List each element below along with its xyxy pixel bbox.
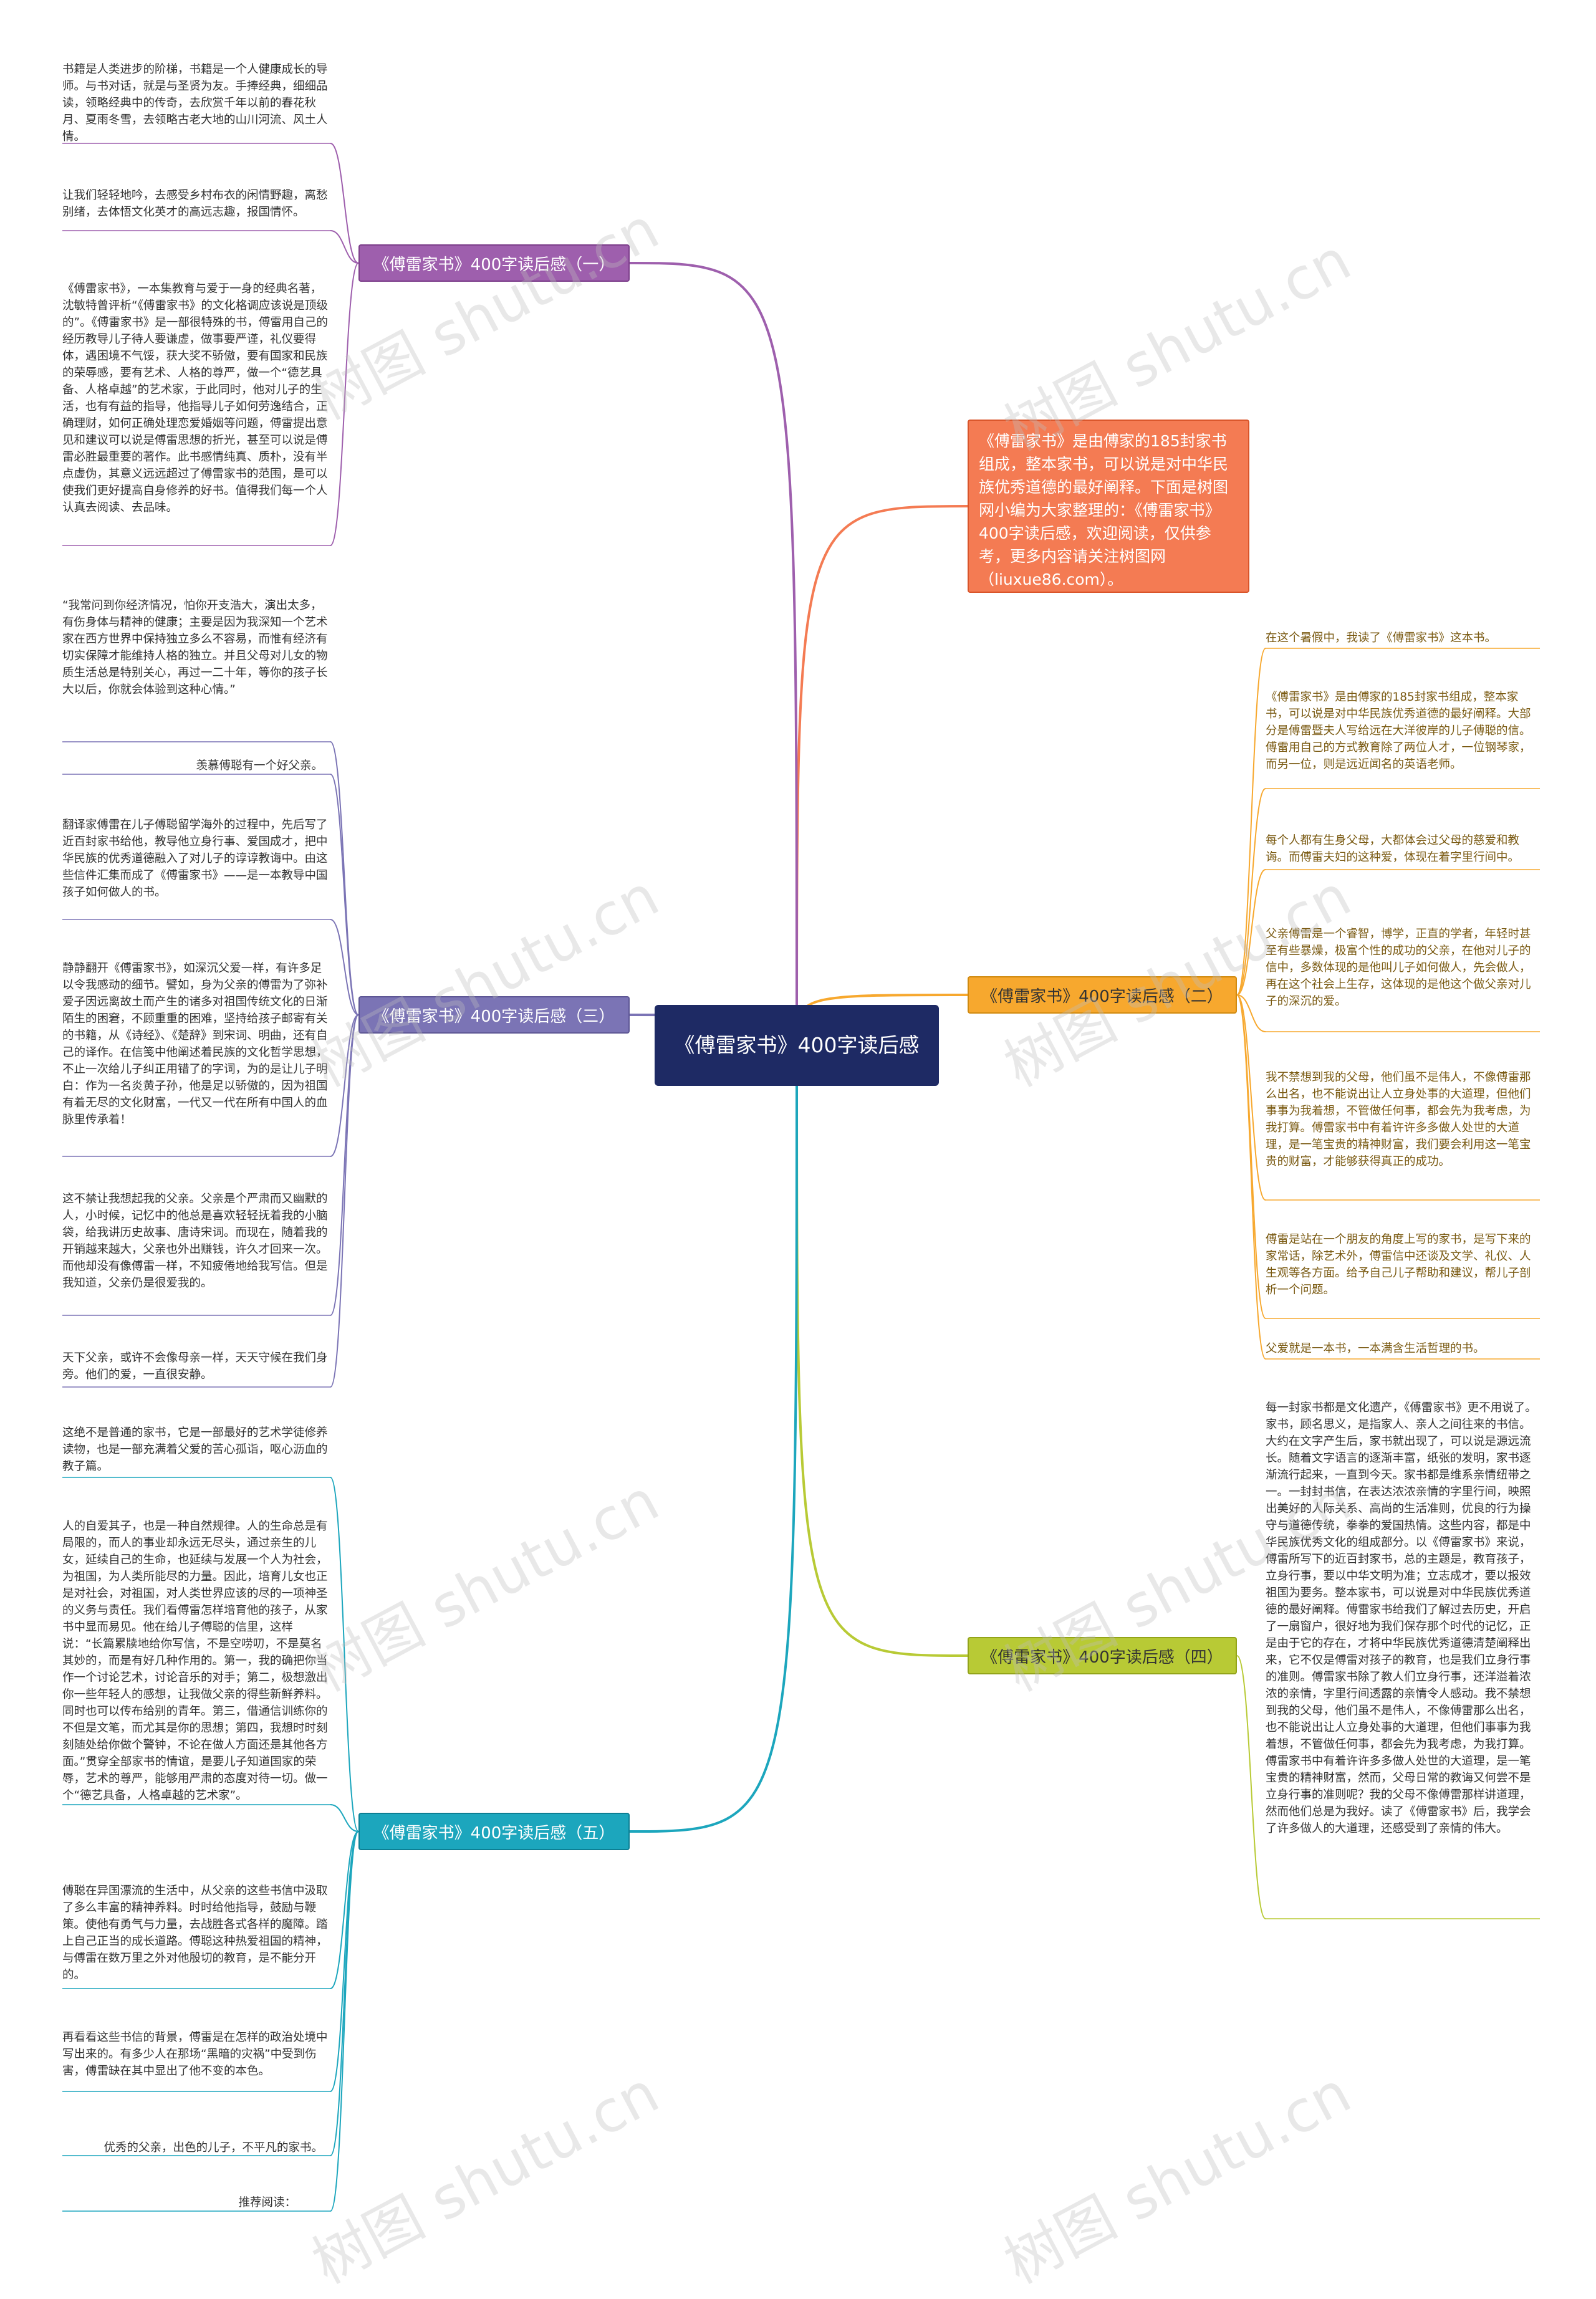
- edge-intro: [796, 505, 968, 1046]
- edge-branch-1: [629, 262, 798, 1046]
- b2-leaf-4: 父亲傅雷是一个睿智，博学，正直的学者，年轻时甚至有些暴燥，极富个性的成功的父亲，…: [1266, 928, 1531, 1008]
- edge-leaf-l2-3: [330, 1831, 359, 2092]
- intro-node[interactable]: 《傅雷家书》是由傅家的185封家书组成，整本家书，可以说是对中华民族优秀道德的最…: [968, 420, 1249, 593]
- edge-leaf-l1-3: [330, 1014, 359, 1157]
- edge-leaf-r0-1: [1236, 788, 1266, 996]
- b3-leaf-6: 天下父亲，或许不会像母亲一样，天天守候在我们身旁。他们的爱，一直很安静。: [62, 1351, 328, 1381]
- b5-leaf-3: 傅聪在异国漂流的生活中，从父亲的这些书信中汲取了多么丰富的精神养料。时时给他指导…: [62, 1884, 328, 1982]
- edge-leaf-l0-0: [330, 143, 359, 264]
- b2-leaf-1: 在这个暑假中，我读了《傅雷家书》这本书。: [1266, 631, 1497, 645]
- edge-branch-4: [796, 1045, 968, 1657]
- branch-4[interactable]: 《傅雷家书》400字读后感（四）: [968, 1637, 1237, 1674]
- edge-leaf-l1-2: [330, 919, 359, 1015]
- b2-leaf-2: 《傅雷家书》是由傅家的185封家书组成，整本家书，可以说是对中华民族优秀道德的最…: [1266, 691, 1531, 771]
- edge-leaf-r0-5: [1236, 994, 1266, 1319]
- b5-leaf-2: 人的自爱其子，也是一种自然规律。人的生命总是有局限的，而人的事业却永远无尽头，通…: [62, 1520, 328, 1802]
- edge-leaf-l0-1: [330, 230, 359, 264]
- edge-leaf-l2-5: [330, 1831, 359, 2212]
- b2-leaf-5: 我不禁想到我的父母，他们虽不是伟人，不像傅雷那么出名，也不能说出让人立身处事的大…: [1266, 1071, 1531, 1168]
- edge-leaf-r1-0: [1236, 1655, 1266, 1919]
- edge-leaf-l2-4: [330, 1831, 359, 2156]
- b5-leaf-1: 这绝不是普通的家书，它是一部最好的艺术学徒修养读物，也是一部充满着父爱的苦心孤诣…: [62, 1426, 328, 1473]
- b3-leaf-4: 静静翻开《傅雷家书》，如深沉父爱一样，有许多足以令我感动的细节。譬如，身为父亲的…: [62, 962, 328, 1126]
- edge-leaf-r0-6: [1236, 994, 1266, 1360]
- edge-leaf-l2-0: [330, 1477, 359, 1832]
- branch-3[interactable]: 《傅雷家书》400字读后感（三）: [358, 996, 630, 1034]
- edge-leaf-l1-1: [330, 774, 359, 1015]
- b2-leaf-6: 傅雷是站在一个朋友的角度上写的家书，是写下来的家常话，除艺术外，傅雷信中还谈及文…: [1266, 1233, 1531, 1297]
- b3-leaf-1: “我常问到你经济情况，怕你开支浩大，演出太多，有伤身体与精神的健康；主要是因为我…: [62, 599, 328, 696]
- b1-leaf-1: 书籍是人类进步的阶梯，书籍是一个人健康成长的导师。与书对话，就是与圣贤为友。手捧…: [62, 63, 328, 143]
- edge-branch-5: [629, 1045, 798, 1833]
- edge-leaf-r0-4: [1236, 994, 1266, 1201]
- edge-leaf-l1-5: [330, 1014, 359, 1388]
- b4-leaf-1: 每一封家书都是文化遗产，《傅雷家书》更不用说了。家书，顾名思义，是指家人、亲人之…: [1266, 1401, 1537, 1835]
- b2-leaf-7: 父爱就是一本书，一本满含生活哲理的书。: [1266, 1342, 1485, 1355]
- b3-leaf-2: 羡慕傅聪有一个好父亲。: [196, 759, 323, 772]
- b5-leaf-5: 优秀的父亲，出色的儿子，不平凡的家书。: [103, 2141, 323, 2154]
- b3-leaf-5: 这不禁让我想起我的父亲。父亲是个严肃而又幽默的人，小时候，记忆中的他总是喜欢轻轻…: [62, 1193, 328, 1290]
- edge-leaf-l2-1: [330, 1804, 359, 1832]
- edge-leaf-r0-2: [1236, 869, 1266, 996]
- edge-leaf-r0-3: [1236, 994, 1266, 1032]
- edge-leaf-l1-4: [330, 1014, 359, 1316]
- branch-2[interactable]: 《傅雷家书》400字读后感（二）: [968, 976, 1237, 1014]
- b1-leaf-3: 《傅雷家书》，一本集教育与爱于一身的经典名著，沈敏特曾评析“《傅雷家书》的文化格…: [62, 282, 328, 514]
- b5-leaf-4: 再看看这些书信的背景，傅雷是在怎样的政治处境中写出来的。有多少人在那场“黑暗的灾…: [62, 2031, 328, 2078]
- b2-leaf-3: 每个人都有生身父母，大都体会过父母的慈爱和教诲。而傅雷夫妇的这种爱，体现在着字里…: [1266, 834, 1520, 864]
- edge-leaf-l2-2: [330, 1831, 359, 1989]
- edge-leaf-r0-0: [1236, 648, 1266, 996]
- center-topic[interactable]: 《傅雷家书》400字读后感: [655, 1005, 939, 1086]
- branch-5[interactable]: 《傅雷家书》400字读后感（五）: [358, 1813, 630, 1850]
- b5-leaf-6: 推荐阅读：: [238, 2196, 296, 2209]
- b1-leaf-2: 让我们轻轻地吟，去感受乡村布衣的闲情野趣，离愁别绪，去体悟文化英才的高远志趣，报…: [62, 189, 328, 219]
- b3-leaf-3: 翻译家傅雷在儿子傅聪留学海外的过程中，先后写了近百封家书给他，教导他立身行事、爱…: [62, 818, 328, 899]
- branch-1[interactable]: 《傅雷家书》400字读后感（一）: [358, 244, 630, 282]
- edge-leaf-l0-2: [330, 262, 359, 546]
